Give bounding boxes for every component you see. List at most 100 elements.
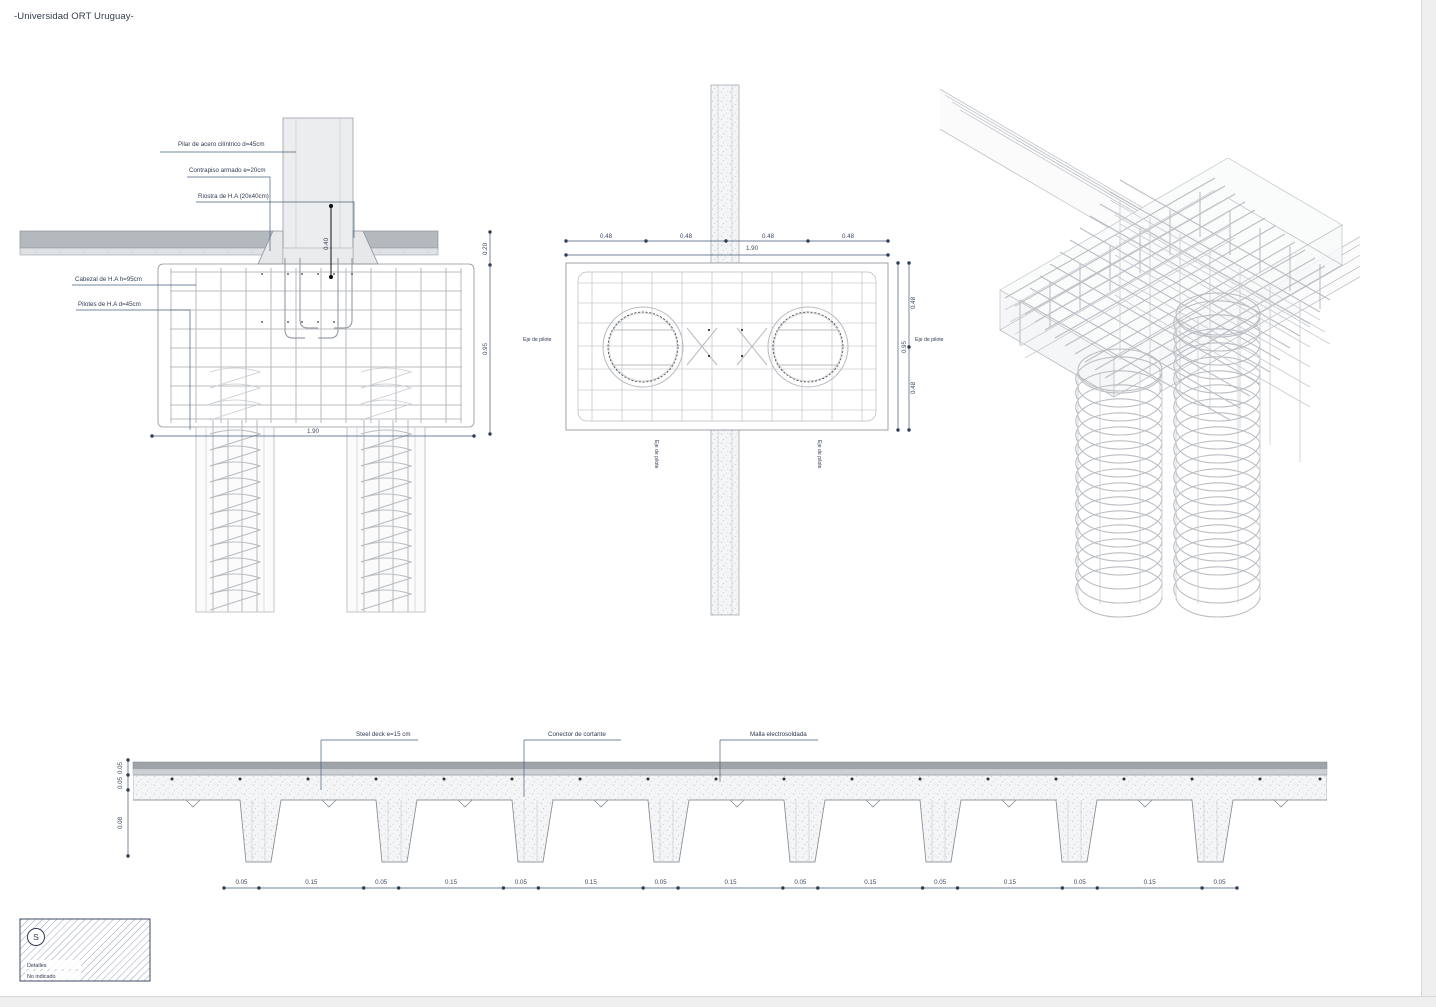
slab-vdim-3: 0.08 [117,816,124,829]
dimension-tick [955,886,960,890]
plan-dim-right-2: 0.95 [901,340,908,353]
rebar-cage-isometric-view [940,88,1360,618]
slab-bottom-dim-8: 0.15 [724,879,737,886]
dimension-tick [1060,886,1065,890]
slab-topping-light [132,768,1328,776]
pile-shaft-left [195,420,275,613]
dimension-tick [222,886,226,890]
contrapiso-slab [19,230,439,256]
page-gutter-right [1421,0,1436,1007]
slab-bottom-dim-11: 0.05 [934,879,947,886]
plan-dim-top-3: 0.48 [762,233,775,240]
plan-axis-label-left: Eje de pilote [523,337,552,343]
slab-bottom-dim-1: 0.05 [235,879,248,886]
slab-bottom-dimensions: 0.05 0.15 0.05 0.15 0.05 0.15 0.05 0.15 0.05 0.15… [222,879,1239,890]
slab-vdim-1: 0.05 [117,761,124,774]
page-gutter-bottom [0,996,1436,1007]
dimension-tick [1235,886,1239,890]
slab-bottom-dim-14: 0.15 [1144,879,1157,886]
slab-concrete-body [133,774,1327,863]
slab-bottom-dim-13: 0.05 [1074,879,1087,886]
callout-conector-label: Conector de cortante [548,731,606,738]
callout-pilar-label: Pilar de acero cilíntrico d=45cm [178,141,265,148]
dimension-tick [920,886,925,890]
plan-dim-right-3: 0.48 [910,381,917,394]
callout-riostra-label: Riostra de H.A (20x40cm) [198,193,269,200]
cabezal-rebar-cage [170,258,462,423]
callout-malla-label: Malla electrosoldada [750,731,807,738]
slab-bottom-dim-12: 0.15 [1004,879,1017,886]
iso-pile-spiral-right [1173,292,1261,618]
detail-marker-number: S [33,932,39,942]
slab-bottom-dim-6: 0.15 [585,879,598,886]
cabezal-outline [157,263,475,428]
iso-rebar-mesh-secondary [1004,189,1331,359]
dimension-tick [641,886,645,890]
dimension-tick [1095,886,1099,890]
dim-riostra-height: 0.40 [323,237,330,250]
iso-pile-spiral-left [1075,348,1163,618]
slab-topping-dark [132,761,1328,770]
slab-callouts: Steel deck e=15 cm Conector de cortante … [320,731,818,797]
dimension-tick [536,886,541,890]
slab-bottom-dim-9: 0.05 [794,879,807,886]
plan-axis-label-right: Eje de pilote [915,337,944,343]
dimension-tick [781,886,785,890]
plan-cross-marks [686,327,768,366]
callout-steeldeck-label: Steel deck e=15 cm [356,731,411,738]
dimension-tick [676,886,680,890]
plan-dim-top-4: 0.48 [842,233,855,240]
steel-deck-profile [133,799,1327,863]
slab-soffit-marks [185,799,1289,808]
cabezal-plan-inner [577,271,877,422]
plan-right-dimensions: 0.48 0.95 0.48 [896,261,917,432]
slab-bottom-dim-10: 0.15 [864,879,877,886]
dimension-tick [816,886,820,890]
dim-contrapiso-thickness: 0.20 [482,242,489,255]
iso-face-mesh [1114,200,1311,462]
slab-bottom-dim-3: 0.05 [375,879,388,886]
plan-rebar-grid [578,272,876,421]
plan-dim-top-2: 0.48 [680,233,693,240]
title-block-scale: No indicado [27,974,55,980]
plan-dim-total-width: 1.90 [746,245,759,252]
cabezal-plan-outline [565,262,889,431]
pile-shaft-right [346,420,426,613]
title-block[interactable]: S Detalles No indicado [19,918,151,982]
pile-circle-left [602,306,684,388]
plan-top-dimensions: 0.48 0.48 0.48 0.48 1.90 [564,233,890,257]
elevation-callouts: Pilar de acero cilíntrico d=45cm Contrap… [72,141,355,430]
slab-bottom-dim-5: 0.05 [515,879,528,886]
callout-cabezal-label: Cabezal de H.A h=95cm [75,276,142,283]
slab-vdim-2: 0.05 [117,776,124,789]
plan-axis-label-bottom-left: Eje de pilote [653,440,659,469]
slab-bottom-dim-2: 0.15 [305,879,318,886]
dimension-tick [1200,886,1204,890]
slab-vertical-dimensions: 0.05 0.05 0.08 [117,758,130,858]
steel-column [282,117,354,265]
dim-cabezal-height: 0.95 [482,342,489,355]
dim-cabezal-width: 1.90 [307,428,320,435]
slab-bottom-dim-4: 0.15 [445,879,458,886]
pile-circle-right [767,306,849,388]
plan-axis-label-bottom-right: Eje de pilote [816,440,822,469]
title-block-name: Detalles [27,963,47,969]
callout-pilotes-label: Pilotes de H.A d=45cm [78,301,141,308]
steel-deck-slab-section-view: Steel deck e=15 cm Conector de cortante … [117,731,1328,890]
elevation-dimensions: 0.40 0.20 0.95 1.90 [150,203,492,438]
dimension-tick [257,886,261,890]
sheet-title: -Universidad ORT Uruguay- [14,11,134,22]
slab-rib-dividers [251,800,1218,862]
plan-dim-right-1: 0.48 [910,296,917,309]
slab-bottom-dim-15: 0.05 [1214,879,1227,886]
pile-cap-elevation-view: Pilar de acero cilíntrico d=45cm Contrap… [19,117,492,613]
callout-contrapiso-label: Contrapiso armado e=20cm [189,167,266,174]
plan-center-dots [707,328,744,358]
pile-cap-plan-view: 0.48 0.48 0.48 0.48 1.90 0.48 0.95 0.48 [523,84,944,616]
slab-mesh-dots [170,777,1322,781]
dimension-tick [362,886,366,890]
dimension-tick [396,886,401,890]
plan-dim-top-1: 0.48 [600,233,613,240]
